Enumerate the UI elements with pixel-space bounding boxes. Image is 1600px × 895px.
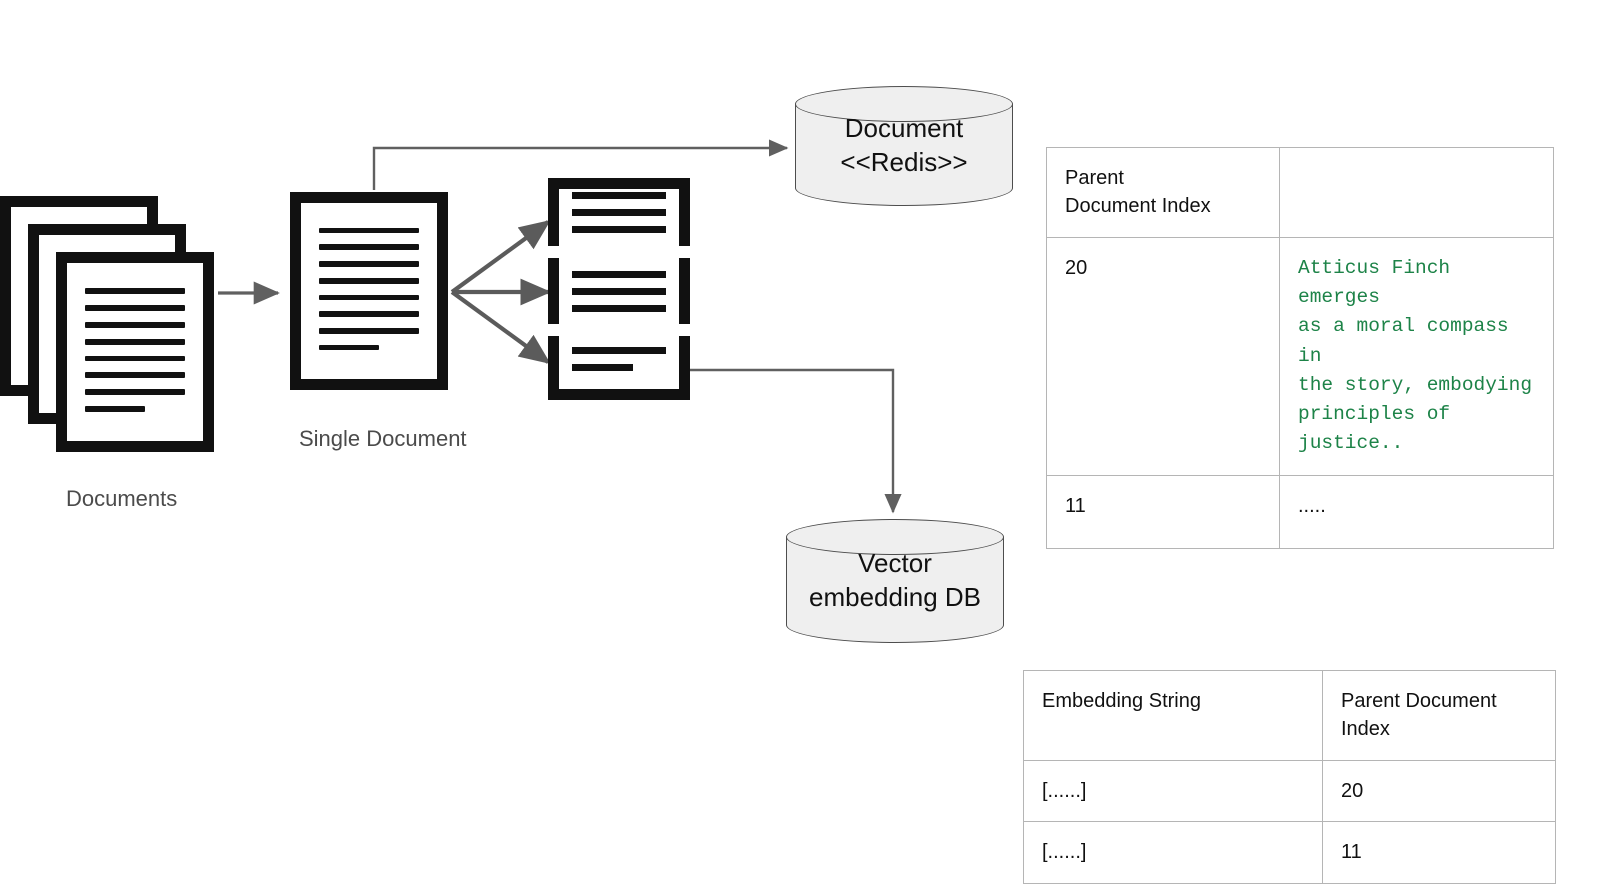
header-content-empty [1279,147,1554,238]
header-line2: Document Index [1065,195,1211,218]
document-redis-label: Document <<Redis>> [795,112,1013,180]
chunk-text-lines [572,342,666,400]
chunk-left-edge [548,258,559,324]
vector-db-label-line1: Vector [858,548,932,579]
table-header-row: Parent Document Index [1046,147,1554,238]
cylinder-body [786,537,1004,625]
document-chunk-1[interactable] [548,178,690,246]
document-stack-front-icon [56,252,214,452]
chunk-text-lines [572,258,666,324]
chunk-left-edge [548,178,559,246]
cylinder-top-ellipse [786,519,1004,555]
document-redis-label-line1: Document [844,113,964,144]
cylinder-top-ellipse [795,86,1013,122]
document-chunks-node[interactable] [548,178,690,400]
vector-embedding-db-label: Vector embedding DB [786,547,1004,615]
cell-parent-index: 11 [1322,821,1556,884]
table-header-row: Embedding String Parent Document Index [1023,670,1556,761]
document-chunk-2[interactable] [548,258,690,324]
document-chunk-3[interactable] [548,336,690,400]
document-redis-store[interactable]: Document <<Redis>> [795,86,1013,206]
chunk-text-lines [572,178,666,246]
cell-embedding-string: [......] [1023,821,1323,884]
cell-document-text: ..... [1279,474,1554,549]
table-row[interactable]: [......] 11 [1023,821,1556,884]
header-line1: Parent [1065,167,1124,189]
header-embedding-string: Embedding String [1023,670,1323,761]
table-row[interactable]: 20 Atticus Finch emerges as a moral comp… [1046,236,1554,476]
header-parent-document-index: Parent Document Index [1046,147,1280,238]
document-redis-label-line2: <<Redis>> [840,147,968,177]
document-text-lines [84,287,186,423]
header-parent-document-index: Parent Document Index [1322,670,1556,761]
embedding-string-table[interactable]: Embedding String Parent Document Index [… [1023,670,1556,884]
single-document-icon[interactable] [290,192,448,390]
cell-parent-index: 20 [1322,759,1556,823]
chunk-left-edge [548,336,559,400]
single-document-label: Single Document [299,426,467,451]
connector-single-document-to-redis [372,139,789,190]
vector-db-label-line2: embedding DB [809,582,981,612]
vector-embedding-db-store[interactable]: Vector embedding DB [786,519,1004,643]
cell-embedding-string: [......] [1023,759,1323,823]
documents-label: Documents [66,486,178,511]
chunk-right-edge [679,336,690,400]
cell-parent-index: 11 [1046,474,1280,549]
connector-single-document-to-chunks [450,220,552,364]
connector-chunk-to-vector-db [690,368,902,514]
chunk-right-edge [679,178,690,246]
chunk-right-edge [679,258,690,324]
table-row[interactable]: [......] 20 [1023,759,1556,823]
chunk-bottom-edge [548,389,690,400]
cell-parent-index: 20 [1046,236,1280,476]
table-row[interactable]: 11 ..... [1046,474,1554,549]
cell-document-text: Atticus Finch emerges as a moral compass… [1279,236,1554,476]
chunk-top-edge [548,178,690,189]
single-document-text-lines [318,227,420,362]
parent-document-index-table[interactable]: Parent Document Index 20 Atticus Finch e… [1046,147,1554,549]
documents-node[interactable] [0,196,220,452]
